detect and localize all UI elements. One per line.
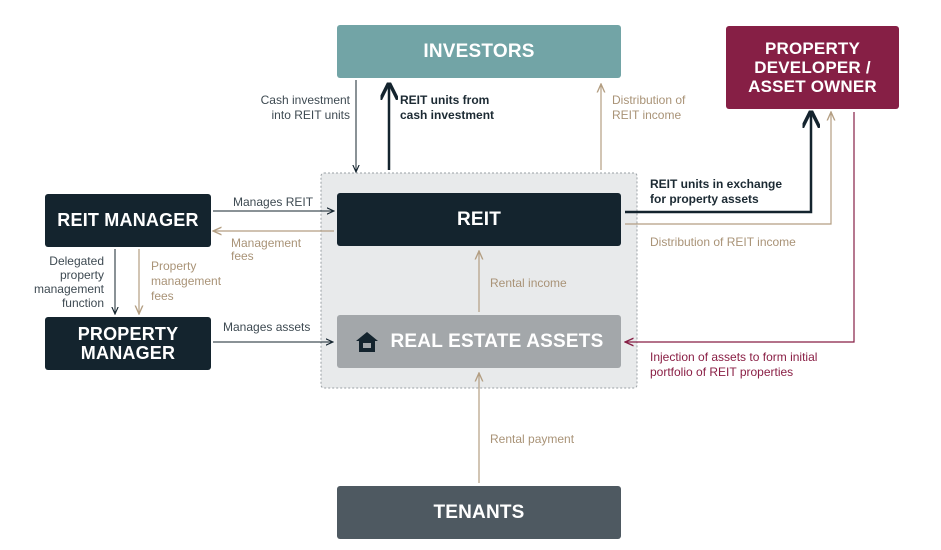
property-manager-label: PROPERTY MANAGER xyxy=(77,323,179,363)
real-estate-assets-label: REAL ESTATE ASSETS xyxy=(390,330,604,352)
reit-manager-box: REIT MANAGER xyxy=(45,194,211,247)
tenants-label: TENANTS xyxy=(433,501,525,523)
label-injection: Injection of assets to form initial port… xyxy=(650,350,818,379)
label-cash-investment: Cash investment into REIT units xyxy=(260,93,350,122)
tenants-box: TENANTS xyxy=(337,486,621,539)
label-distribution-developer: Distribution of REIT income xyxy=(650,235,796,249)
label-distribution-investors: Distribution of REIT income xyxy=(612,93,686,122)
label-manages-assets: Manages assets xyxy=(223,320,311,334)
reit-box: REIT xyxy=(337,193,621,246)
developer-box: PROPERTY DEVELOPER / ASSET OWNER xyxy=(726,26,899,109)
investors-label: INVESTORS xyxy=(423,40,535,62)
label-management-fees: Management fees xyxy=(231,236,302,263)
real-estate-assets-box: REAL ESTATE ASSETS xyxy=(337,315,621,368)
label-reit-units-exchange: REIT units in exchange for property asse… xyxy=(650,177,783,206)
property-manager-box: PROPERTY MANAGER xyxy=(45,317,211,370)
label-delegated: Delegated property management function xyxy=(33,254,104,310)
reit-label: REIT xyxy=(456,208,502,230)
arrow-distribution-to-developer xyxy=(625,112,831,225)
developer-label: PROPERTY DEVELOPER / ASSET OWNER xyxy=(748,39,877,96)
label-property-management-fees: Property management fees xyxy=(151,259,222,303)
reit-manager-label: REIT MANAGER xyxy=(57,210,199,230)
investors-box: INVESTORS xyxy=(337,25,621,78)
house-icon xyxy=(355,331,379,353)
arrow-reit-units-to-developer xyxy=(625,112,811,214)
label-manages-reit: Manages REIT xyxy=(233,195,314,209)
label-rental-payment: Rental payment xyxy=(490,432,575,446)
label-rental-income: Rental income xyxy=(490,276,567,290)
arrow-injection-of-assets xyxy=(625,112,855,342)
label-reit-units-from-cash: REIT units from cash investment xyxy=(400,93,495,122)
